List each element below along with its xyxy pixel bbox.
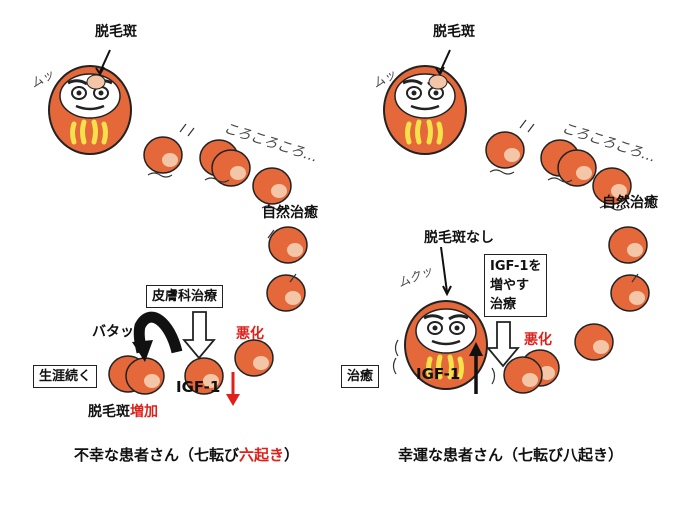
left-caption-a: 不幸な患者さん（七転び	[74, 446, 240, 464]
left-bald-increase-label: 脱毛斑増加	[88, 404, 158, 420]
left-panel-art	[49, 49, 308, 406]
right-caption: 幸運な患者さん（七転び八起き）	[398, 446, 624, 464]
right-igf-treatment-line2: 増やす	[490, 278, 530, 293]
right-bald-spot-label: 脱毛斑	[433, 24, 475, 40]
left-caption-b: ）	[284, 446, 300, 464]
left-batatt-sound: バタッ	[92, 324, 134, 340]
left-natural-heal: 自然治癒	[262, 205, 318, 221]
left-bald-spot-label: 脱毛斑	[95, 24, 137, 40]
left-igf1-label: IGF-1	[176, 378, 221, 396]
left-lifelong-box: 生涯続く	[33, 365, 98, 388]
left-bald-increase-b: 増加	[130, 404, 158, 420]
left-derm-treatment-box: 皮膚科治療	[146, 285, 224, 308]
right-worsen-label: 悪化	[524, 332, 552, 348]
left-worsen-label: 悪化	[236, 326, 264, 342]
left-caption: 不幸な患者さん（七転び六起き）	[74, 444, 299, 465]
left-bald-increase-a: 脱毛斑	[88, 404, 130, 420]
right-igf1-label: IGF-1	[416, 365, 461, 383]
right-igf-treatment-line1: IGF-1を	[490, 259, 542, 274]
right-igf-treatment-line3: 治療	[490, 297, 517, 312]
left-caption-red: 六起き	[239, 446, 285, 464]
right-natural-heal: 自然治癒	[602, 195, 658, 211]
right-no-bald-label: 脱毛斑なし	[424, 230, 494, 246]
right-panel-art	[384, 49, 650, 394]
right-cured-box: 治癒	[341, 365, 380, 388]
right-igf-treatment-box: IGF-1を 増やす 治療	[484, 254, 548, 317]
